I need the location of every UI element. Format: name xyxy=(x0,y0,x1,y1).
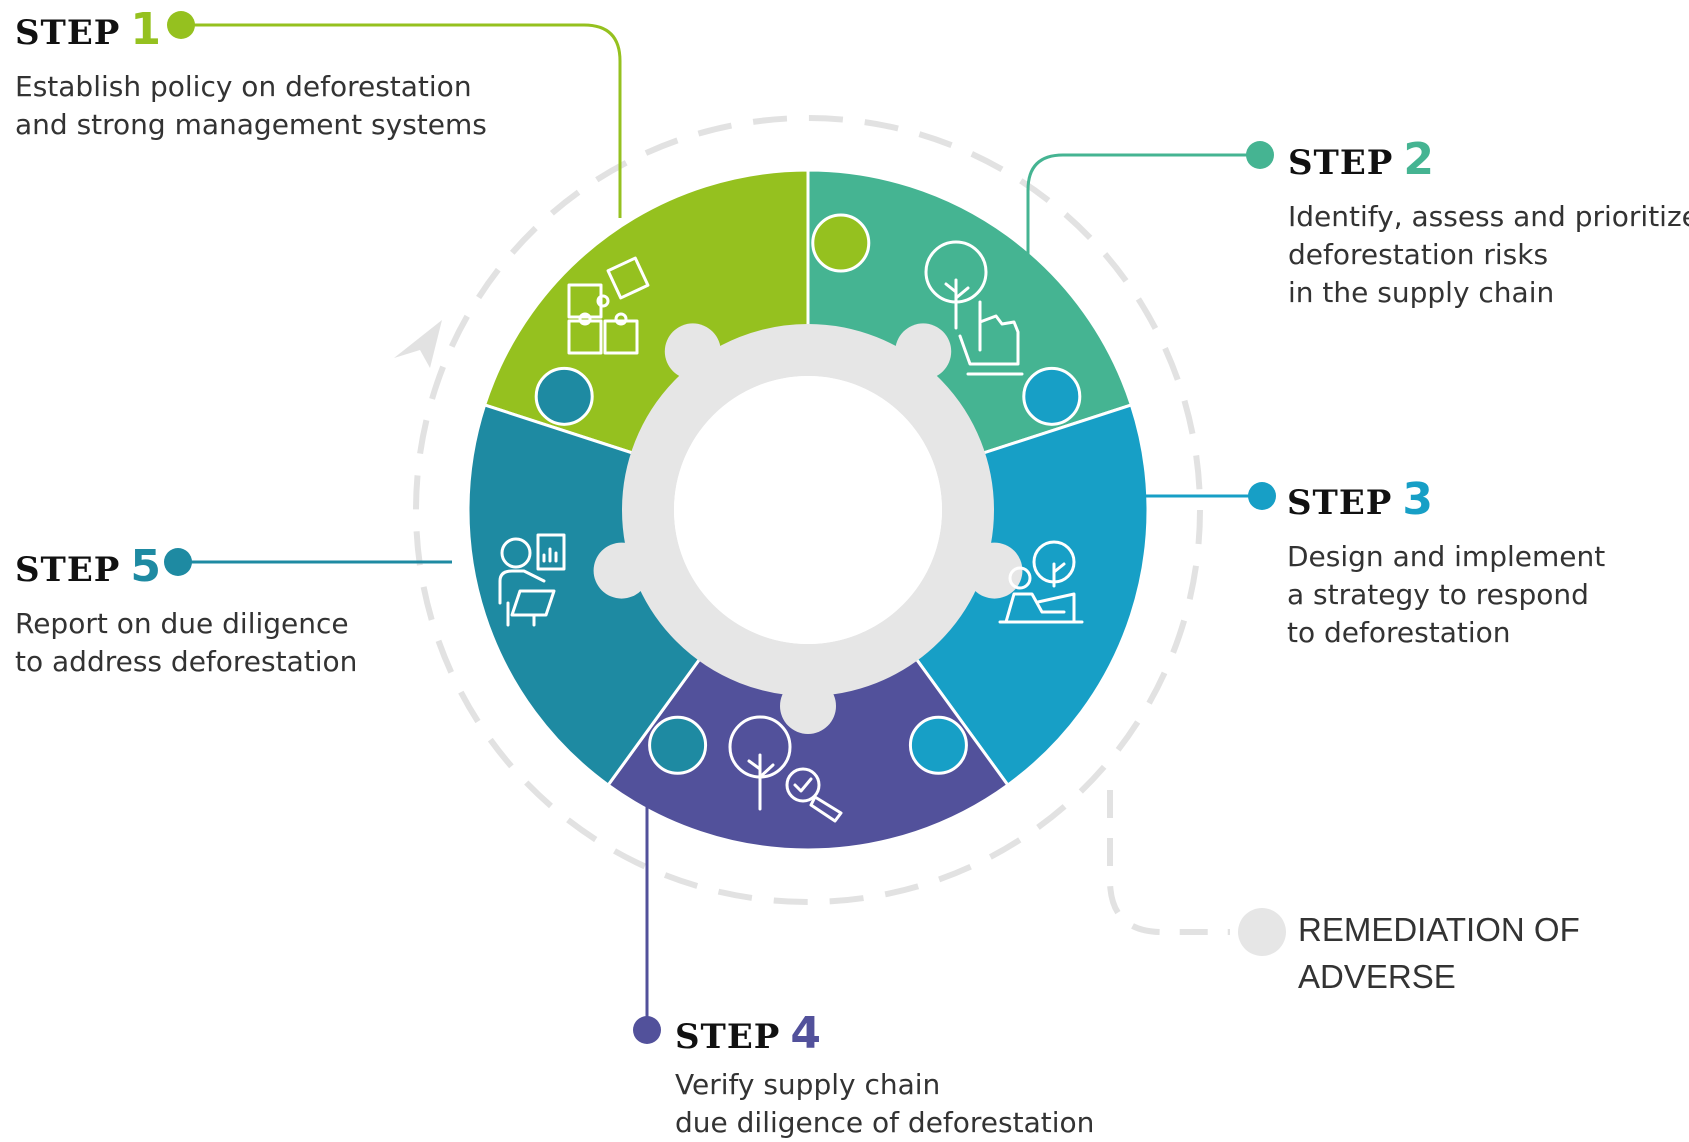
step-3-description: Design and implement a strategy to respo… xyxy=(1287,538,1605,652)
step2-dot xyxy=(1246,141,1274,169)
step-3-label: STEP xyxy=(1287,483,1393,523)
puzzle-knob xyxy=(534,366,594,426)
step-4-label: STEP xyxy=(675,1017,781,1057)
step-1-description: Establish policy on deforestation and st… xyxy=(15,68,487,144)
step-1-line: and strong management systems xyxy=(15,108,487,141)
step-5-description: Report on due diligence to address defor… xyxy=(15,605,357,681)
step-3-line: Design and implement xyxy=(1287,540,1606,573)
step-5-label: STEP xyxy=(15,550,121,590)
step1-leader xyxy=(181,23,622,218)
step-icons xyxy=(498,240,1084,823)
puzzle-knob xyxy=(648,715,708,775)
step-1-line: Establish policy on deforestation xyxy=(15,70,472,103)
person-report-icon xyxy=(498,533,566,627)
step-2-label: STEP xyxy=(1288,143,1394,183)
step-4-description: Verify supply chain due diligence of def… xyxy=(675,1066,1094,1142)
puzzle-pieces-icon xyxy=(567,256,650,355)
step-2-line: Identify, assess and prioritize xyxy=(1288,200,1689,233)
puzzle-knob xyxy=(1022,366,1082,426)
step-1-number: 1 xyxy=(130,4,161,55)
step-5-line: Report on due diligence xyxy=(15,607,349,640)
puzzle-ring xyxy=(466,168,1150,852)
step-3-line: a strategy to respond xyxy=(1287,578,1589,611)
cycle-dashed-ring xyxy=(413,115,1203,905)
step-4-line: due diligence of deforestation xyxy=(675,1106,1095,1139)
center-hub xyxy=(593,323,1023,734)
hub-center xyxy=(674,376,942,644)
step5-dot xyxy=(164,548,192,576)
puzzle-knob xyxy=(908,715,968,775)
step3-dot xyxy=(1248,482,1276,510)
step2-leader xyxy=(1026,153,1260,262)
person-laptop-tree-icon xyxy=(998,540,1084,624)
remediation-dot xyxy=(1238,908,1286,956)
remediation-dashed-connector xyxy=(1107,790,1230,935)
tree-magnifier-check-icon xyxy=(728,715,843,823)
remediation-line: ADVERSE xyxy=(1298,958,1456,995)
hub-knob xyxy=(966,542,1023,599)
hub-knob xyxy=(664,323,721,380)
puzzle-knob xyxy=(811,213,871,273)
step-2-line: in the supply chain xyxy=(1288,276,1555,309)
hub-knob xyxy=(593,542,650,599)
step-2-line: deforestation risks xyxy=(1288,238,1549,271)
step-4-line: Verify supply chain xyxy=(675,1068,941,1101)
remediation-line: REMEDIATION OF xyxy=(1298,911,1580,948)
step-3-line: to deforestation xyxy=(1287,616,1511,649)
step-leader-lines xyxy=(164,11,1276,1044)
step1-dot xyxy=(167,11,195,39)
step-5-number: 5 xyxy=(130,541,161,592)
remediation-label: REMEDIATION OF ADVERSE xyxy=(1298,906,1580,1000)
step-4-number: 4 xyxy=(790,1008,821,1059)
step-5-line: to address deforestation xyxy=(15,645,358,678)
step-3-number: 3 xyxy=(1402,474,1433,525)
tree-pointing-hand-icon xyxy=(924,240,1024,376)
step-1-label: STEP xyxy=(15,13,121,53)
step4-dot xyxy=(633,1016,661,1044)
step-2-description: Identify, assess and prioritize deforest… xyxy=(1288,198,1689,312)
hub-ring xyxy=(622,324,994,696)
hub-knob xyxy=(780,678,836,734)
hub-knob xyxy=(895,323,952,380)
step-2-number: 2 xyxy=(1403,134,1434,185)
cycle-arrow-icon xyxy=(394,320,442,368)
